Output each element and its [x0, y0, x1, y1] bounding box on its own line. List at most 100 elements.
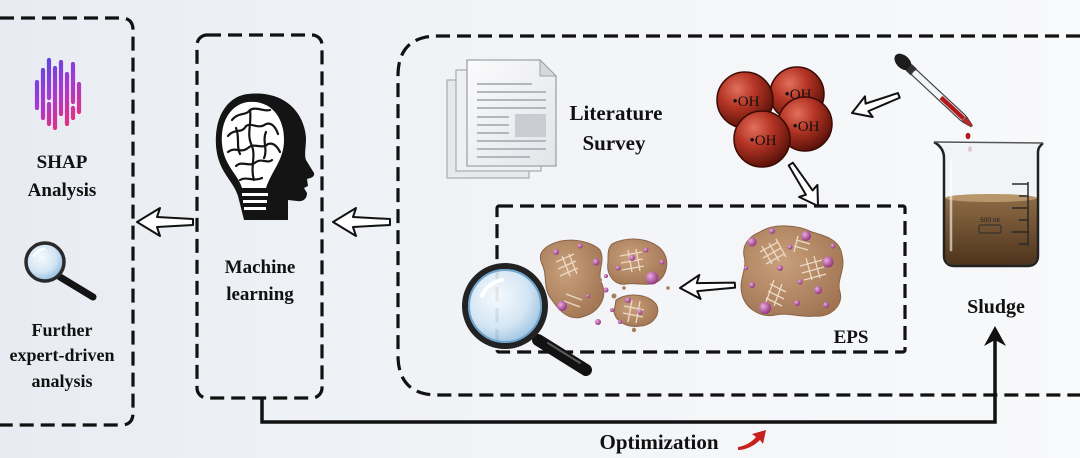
eps-particle	[553, 249, 559, 255]
magnifier-large-icon	[462, 263, 592, 376]
eps-particle	[603, 287, 609, 293]
magnifier-large-handle-shine	[547, 342, 581, 364]
brain-folds	[226, 107, 282, 182]
eps-particle	[625, 297, 631, 303]
beaker-volume-label: 500 ml	[980, 217, 1000, 224]
eps-particle	[615, 265, 621, 271]
flow-arrow-to-eps	[787, 161, 819, 207]
expert-analysis-line-3: analysis	[31, 371, 92, 391]
eps-particle	[577, 243, 583, 249]
document-text-lines	[477, 83, 546, 158]
radical-label: •OH	[733, 94, 760, 110]
document-dog-ear	[539, 58, 558, 77]
machine-learning-panel: Machine learning	[195, 33, 324, 400]
beaker-rim	[933, 141, 1044, 144]
eps-debris	[594, 278, 670, 333]
eps-particle	[637, 309, 643, 315]
beaker-icon: 500 ml	[933, 140, 1044, 268]
eps-particle	[822, 256, 834, 268]
optimization-arrowhead	[984, 326, 1006, 346]
eps-particle	[645, 271, 659, 285]
sludge-surface	[945, 194, 1037, 202]
eps-particle	[797, 279, 803, 285]
sludge-liquid	[945, 198, 1037, 265]
eps-panel: EPS	[462, 204, 907, 376]
eps-particle	[747, 237, 757, 247]
eps-debris-piece	[598, 278, 602, 282]
bulb-base	[242, 193, 268, 210]
eps-particle	[823, 302, 829, 308]
process-panel-border	[396, 34, 1080, 397]
magnifier-large-glare	[480, 278, 504, 298]
process-panel: Literature Survey •OH •OH •OH •OH	[396, 34, 1080, 397]
shap-subtitle: Analysis	[28, 180, 97, 201]
eps-particle	[610, 308, 614, 312]
eps-particle	[801, 231, 811, 241]
dropper-tip	[961, 116, 973, 128]
eps-fiber-network	[759, 235, 827, 307]
eps-particle	[592, 258, 600, 266]
eps-particle	[557, 301, 567, 311]
beaker-graduations	[1012, 182, 1029, 246]
interpretation-panel-border	[0, 16, 135, 427]
interpretation-panel: SHAP Analysis Further expert-driven anal…	[0, 16, 135, 427]
reagent-drop	[965, 132, 971, 140]
magnifier-handle	[56, 273, 97, 301]
radical-label: •OH	[793, 119, 820, 135]
eps-particle	[643, 247, 649, 253]
eps-particle	[830, 243, 836, 249]
radical-label: •OH	[750, 133, 777, 149]
sludge-label: Sludge	[967, 296, 1025, 318]
expert-analysis-line-2: expert-driven	[10, 345, 115, 365]
magnifier-large-handle	[532, 334, 592, 376]
beaker-label-box	[978, 224, 1002, 234]
shap-title: SHAP	[37, 152, 88, 173]
brain-head-icon	[215, 93, 315, 220]
flow-arrow-eps-disruption	[679, 273, 737, 300]
magnifier-glare	[32, 247, 46, 258]
eps-particle	[759, 302, 771, 314]
eps-debris-piece	[631, 327, 637, 333]
literature-line-2: Survey	[583, 131, 647, 155]
eps-debris-piece	[594, 303, 598, 307]
eps-particle	[744, 266, 748, 270]
flow-arrow-to-radicals	[851, 92, 901, 118]
eps-intact	[740, 225, 844, 317]
magnifier-large-inner-ring	[468, 269, 542, 343]
eps-particle	[777, 265, 783, 271]
eps-particles	[744, 228, 836, 314]
eps-particle	[586, 294, 590, 298]
machine-learning-panel-border	[195, 33, 324, 400]
eps-disrupted	[539, 238, 670, 333]
eps-debris-piece	[611, 293, 617, 299]
eps-particle	[787, 244, 793, 250]
optimization-loop: Optimization	[260, 326, 1006, 454]
flow-arrow-to-interpretation	[136, 207, 194, 237]
document-page-front	[466, 59, 557, 167]
eps-particle	[595, 319, 601, 325]
eps-label: EPS	[834, 327, 869, 348]
magnifier-icon	[24, 241, 97, 301]
eps-particle	[794, 300, 800, 306]
eps-fragment	[539, 239, 605, 319]
dropper-liquid	[939, 95, 966, 121]
beaker-outline	[933, 140, 1044, 268]
eps-debris-piece	[622, 286, 626, 290]
dropper-collar	[905, 64, 918, 76]
hydroxyl-radicals: •OH •OH •OH •OH	[716, 66, 833, 168]
eps-particle	[659, 259, 665, 265]
eps-particle	[749, 282, 755, 288]
eps-particle	[769, 228, 775, 234]
machine-learning-line-1: Machine	[225, 257, 296, 278]
radical-sphere	[733, 110, 791, 168]
dropper-bulb	[894, 53, 912, 71]
shap-logo-icon	[34, 57, 82, 131]
flow-arrow-to-ml	[332, 207, 391, 237]
trend-arrow-icon	[738, 430, 766, 450]
dropper-icon	[894, 53, 973, 128]
eps-particle	[629, 255, 635, 261]
eps-particles	[553, 243, 665, 325]
eps-particle	[814, 286, 822, 294]
machine-learning-line-2: learning	[226, 284, 294, 305]
